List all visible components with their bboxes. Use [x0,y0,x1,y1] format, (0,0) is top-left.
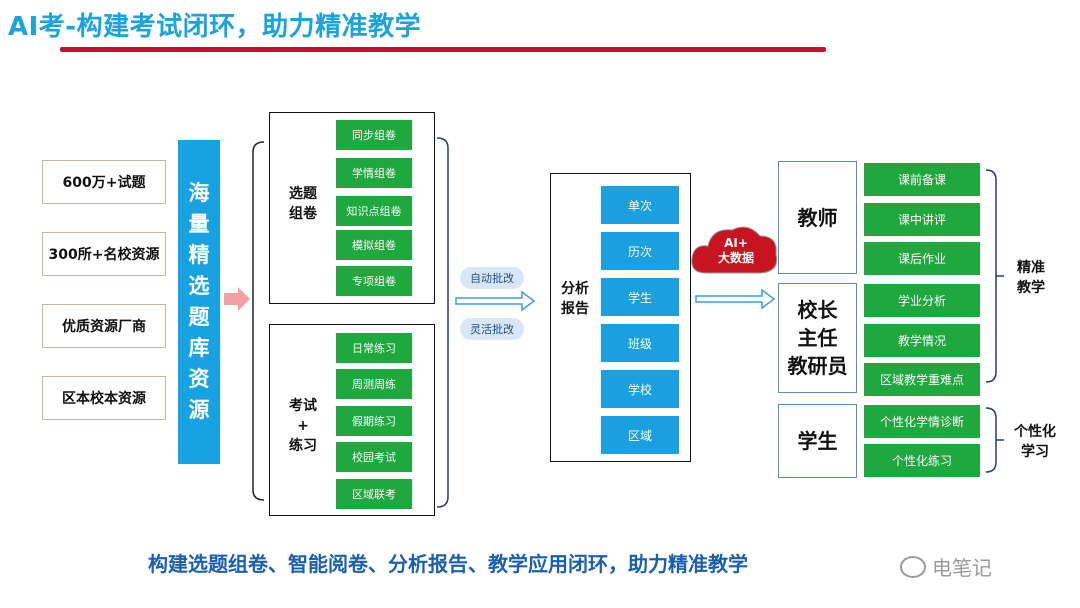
bar-char: 题 [188,305,210,329]
role-label: 主任 [797,326,838,350]
bar-char: 源 [188,398,210,422]
role-label: 学生 [797,429,838,453]
admin-role: 校长 主任 教研员 [778,283,857,393]
analysis-label: 分析 报告 [554,279,596,319]
personal-bracket-icon [985,407,997,473]
analysis-label-line: 分析 [561,281,589,297]
auto-grading-pill: 自动批改 [460,267,524,289]
teacher-item[interactable]: 课后作业 [864,242,980,275]
exam-item[interactable]: 日常练习 [336,333,412,363]
source-item: 300所+名校资源 [42,232,166,276]
bottom-slogan: 构建选题组卷、智能阅卷、分析报告、教学应用闭环，助力精准教学 [148,552,748,576]
student-item[interactable]: 个性化学情诊断 [864,405,980,438]
selection-item[interactable]: 专项组卷 [336,266,412,296]
selection-label: 选题 组卷 [276,184,330,224]
selection-item[interactable]: 模拟组卷 [336,230,412,260]
selection-item[interactable]: 同步组卷 [336,120,412,150]
bar-char: 选 [188,274,210,298]
student-item[interactable]: 个性化练习 [864,444,980,477]
cloud-label: AI+ 大数据 [706,236,766,266]
selection-label-line: 组卷 [289,206,317,222]
exam-label-line: + [297,418,309,434]
source-item: 区本校本资源 [42,376,166,420]
cloud-icon [691,226,778,274]
exam-item[interactable]: 校园考试 [336,442,412,472]
role-label: 教研员 [787,354,848,378]
precise-bracket-icon [985,169,997,383]
watermark-text: 电笔记 [932,556,992,580]
role-label: 教师 [797,205,838,230]
bar-char: 精 [188,243,210,267]
right-bracket-icon [436,137,449,508]
grading-arrow-icon [455,290,536,312]
roles-arrow-icon [695,288,776,310]
selection-item[interactable]: 学情组卷 [336,158,412,188]
teacher-item[interactable]: 课中讲评 [864,203,980,236]
source-label: 300所+名校资源 [48,247,160,263]
bar-char: 量 [188,212,210,236]
admin-item[interactable]: 教学情况 [864,324,980,357]
analysis-item[interactable]: 学校 [601,370,679,408]
exam-item[interactable]: 周测周练 [336,369,412,399]
flexible-grading-pill: 灵活批改 [460,318,524,340]
outcome-line: 个性化 [1014,424,1056,440]
exam-item[interactable]: 区域联考 [336,479,412,509]
analysis-label-line: 报告 [561,301,589,317]
question-bank-bar: 海 量 精 选 题 库 资 源 [178,140,220,464]
outcome-line: 教学 [1017,280,1045,296]
source-item: 优质资源厂商 [42,304,166,348]
analysis-item[interactable]: 班级 [601,324,679,362]
selection-label-line: 选题 [289,186,317,202]
page-title: AI考-构建考试闭环，助力精准教学 [8,12,422,42]
wechat-icon [900,555,926,578]
outcome-line: 精准 [1017,260,1045,276]
pink-arrow-icon [224,287,250,311]
exam-label: 考试 + 练习 [276,396,330,456]
admin-item[interactable]: 学业分析 [864,284,980,317]
source-label: 优质资源厂商 [62,319,146,335]
title-underline [60,47,826,52]
source-label: 600万+试题 [62,175,146,191]
exam-label-line: 练习 [289,438,317,454]
bar-char: 库 [188,336,210,360]
bar-char: 资 [188,367,210,391]
cloud-label-line: AI+ [724,236,748,250]
teacher-item[interactable]: 课前备课 [864,163,980,196]
student-role: 学生 [778,404,857,478]
teacher-role: 教师 [778,161,857,274]
exam-item[interactable]: 假期练习 [336,406,412,436]
personal-learning-label: 个性化 学习 [1006,422,1064,462]
left-bracket-icon [252,141,265,501]
precise-teaching-label: 精准 教学 [1006,258,1056,298]
analysis-item[interactable]: 学生 [601,278,679,316]
selection-item[interactable]: 知识点组卷 [336,196,412,226]
source-label: 区本校本资源 [62,391,146,407]
analysis-item[interactable]: 单次 [601,186,679,224]
analysis-item[interactable]: 区域 [601,416,679,454]
analysis-item[interactable]: 历次 [601,232,679,270]
source-item: 600万+试题 [42,160,166,204]
bar-char: 海 [188,181,210,205]
exam-label-line: 考试 [289,398,317,414]
outcome-line: 学习 [1021,444,1049,460]
role-label: 校长 [797,298,838,322]
watermark: 电笔记 [900,552,992,581]
cloud-label-line: 大数据 [717,251,754,265]
admin-item[interactable]: 区域教学重难点 [864,363,980,396]
